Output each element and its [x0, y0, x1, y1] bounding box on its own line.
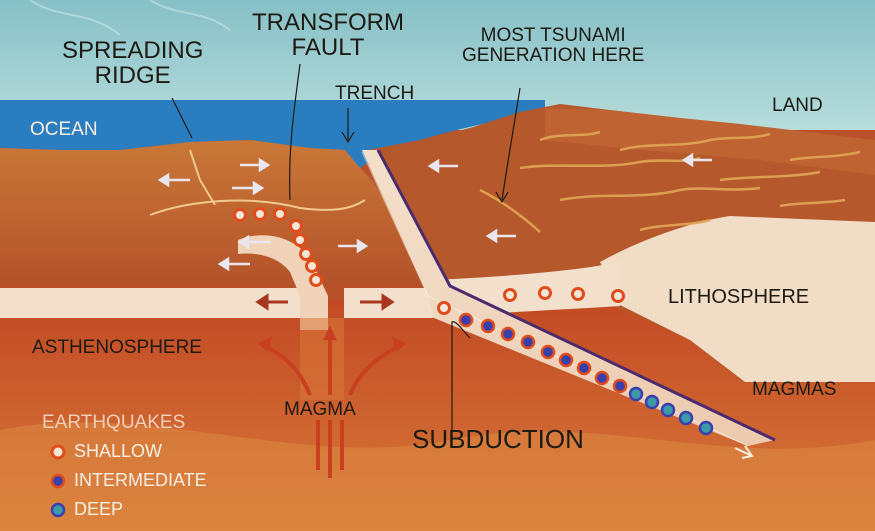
label-magma: MAGMA [284, 400, 356, 420]
label-trench: TRENCH [335, 84, 414, 104]
label-magmas: MAGMAS [752, 380, 836, 400]
label-land: LAND [772, 96, 823, 116]
legend-item-shallow: SHALLOW [74, 442, 162, 461]
label-tsunami: MOST TSUNAMI GENERATION HERE [462, 26, 644, 66]
label-transform-fault: TRANSFORM FAULT [252, 10, 404, 60]
label-asthenosphere: ASTHENOSPHERE [32, 338, 202, 358]
legend-title: EARTHQUAKES [42, 413, 185, 433]
label-ocean: OCEAN [30, 120, 98, 140]
label-subduction: SUBDUCTION [412, 426, 584, 453]
lithosphere-band [0, 288, 300, 318]
label-spreading-ridge: SPREADING RIDGE [62, 38, 203, 88]
label-lithosphere: LITHOSPHERE [668, 287, 809, 308]
legend-intermediate-swatch [52, 475, 64, 487]
legend-deep-swatch [52, 504, 64, 516]
legend-item-deep: DEEP [74, 500, 123, 519]
legend-swatches [52, 446, 64, 516]
legend-shallow-swatch [52, 446, 64, 458]
legend-item-intermediate: INTERMEDIATE [74, 471, 207, 490]
